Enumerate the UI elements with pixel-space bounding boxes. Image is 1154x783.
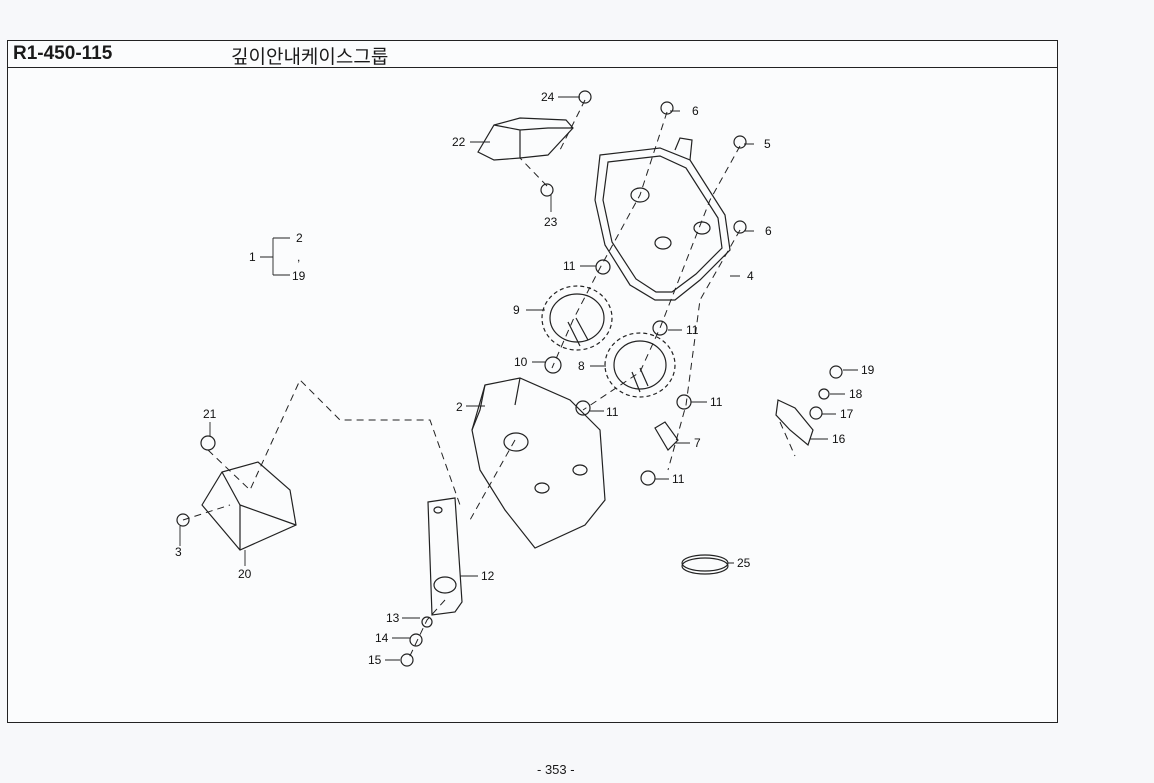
part-20-bracket — [201, 461, 297, 551]
callout-2: 2 — [456, 400, 463, 414]
callout-23: 23 — [544, 215, 558, 229]
callout-11-c: 11 — [606, 405, 619, 419]
callout-12: 12 — [481, 569, 495, 583]
callout-8: 8 — [578, 359, 585, 373]
callout-13: 13 — [386, 611, 400, 625]
callout-18: 18 — [849, 387, 863, 401]
callout-19: 19 — [861, 363, 875, 377]
callout-9: 9 — [513, 303, 520, 317]
part-9-sprocket — [541, 285, 613, 351]
callout-20: 20 — [238, 567, 252, 581]
callout-25: 25 — [737, 556, 751, 570]
title-bar: R1-450-115 깊이안내케이스그룹 — [8, 41, 1057, 68]
assembly-from: 2 — [296, 231, 303, 245]
callout-16: 16 — [832, 432, 846, 446]
part-22-bracket — [477, 117, 574, 161]
part-25-clamp — [681, 554, 729, 575]
callout-6: 6 — [692, 104, 699, 118]
callout-14: 14 — [375, 631, 389, 645]
callout-15: 15 — [368, 653, 382, 667]
group-title: 깊이안내케이스그룹 — [231, 46, 389, 68]
callout-22: 22 — [452, 135, 466, 149]
callout-21: 21 — [203, 407, 217, 421]
callout-17: 17 — [840, 407, 854, 421]
part-8-sprocket — [604, 332, 676, 398]
part-code: R1-450-115 — [13, 43, 113, 64]
assembly-number: 1 — [249, 250, 256, 264]
callout-10: 10 — [514, 355, 528, 369]
part-4-cover — [594, 147, 731, 301]
assembly-separator: , — [297, 250, 300, 264]
callout-6-lower: 6 — [765, 224, 772, 238]
callout-11-b: 11 — [686, 323, 699, 337]
callout-11-e: 11 — [672, 472, 685, 486]
part-12-adjuster — [427, 497, 463, 616]
page-number: - 353 - — [537, 762, 575, 777]
diagram-frame: R1-450-115 깊이안내케이스그룹 — [7, 40, 1058, 723]
callout-24: 24 — [541, 90, 555, 104]
callout-11: 11 — [563, 259, 576, 273]
assembly-to: 19 — [292, 269, 306, 283]
part-2-gear-case — [471, 377, 606, 549]
part-16-plate — [775, 399, 814, 447]
callout-3: 3 — [175, 545, 182, 559]
callout-5: 5 — [764, 137, 771, 151]
callout-4: 4 — [747, 269, 754, 283]
callout-7: 7 — [694, 436, 701, 450]
callout-11-d: 11 — [710, 395, 723, 409]
